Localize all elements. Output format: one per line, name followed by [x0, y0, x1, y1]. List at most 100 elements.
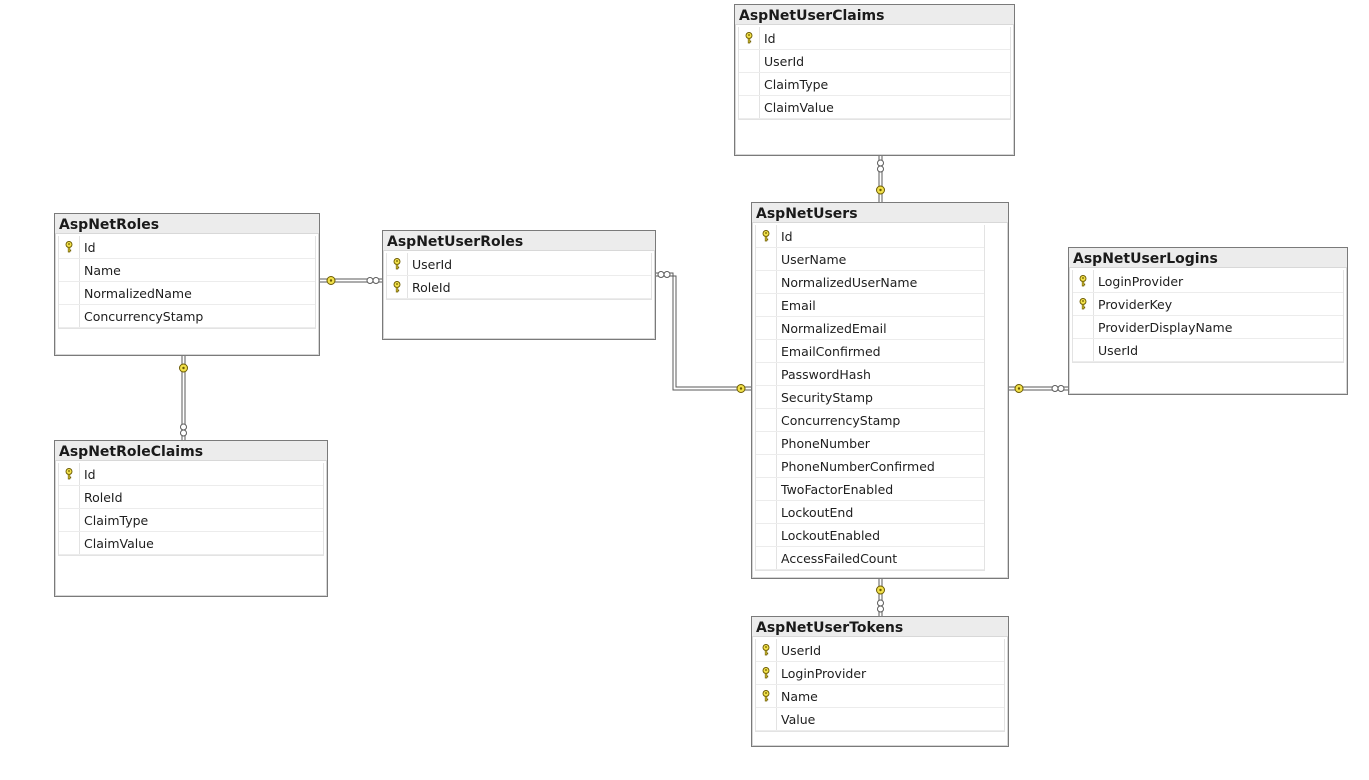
table-title[interactable]: AspNetRoleClaims — [55, 441, 327, 461]
column-row[interactable]: Id — [59, 236, 315, 259]
column-row[interactable]: LoginProvider — [1073, 270, 1343, 293]
table-title[interactable]: AspNetUserLogins — [1069, 248, 1347, 268]
column-row[interactable]: LoginProvider — [756, 662, 1004, 685]
one-end-key-icon-dot — [879, 188, 882, 192]
column-name: LoginProvider — [781, 666, 867, 681]
column-row[interactable]: Name — [59, 259, 315, 282]
column-row[interactable]: Id — [739, 27, 1010, 50]
column-row[interactable]: ConcurrencyStamp — [59, 305, 315, 328]
one-end-key-icon — [736, 384, 746, 393]
column-name: UserId — [412, 257, 453, 272]
column-row[interactable]: PhoneNumber — [756, 432, 984, 455]
column-name: NormalizedUserName — [781, 275, 918, 290]
column-row[interactable]: UserId — [739, 50, 1010, 73]
key-cell — [1073, 316, 1094, 338]
column-row[interactable]: AccessFailedCount — [756, 547, 984, 570]
connector-userroles-users — [656, 272, 751, 391]
column-name: TwoFactorEnabled — [781, 482, 894, 497]
column-row[interactable]: NormalizedEmail — [756, 317, 984, 340]
one-end-key-icon-dot — [329, 279, 333, 282]
column-row[interactable]: Id — [59, 463, 323, 486]
column-row[interactable]: ClaimType — [739, 73, 1010, 96]
key-cell — [756, 248, 777, 270]
table-title[interactable]: AspNetUserClaims — [735, 5, 1014, 25]
column-row[interactable]: UserId — [387, 253, 651, 276]
column-row[interactable]: SecurityStamp — [756, 386, 984, 409]
column-row[interactable]: Name — [756, 685, 1004, 708]
column-row[interactable]: UserId — [756, 639, 1004, 662]
key-cell — [756, 363, 777, 385]
table-title[interactable]: AspNetUsers — [752, 203, 1008, 223]
key-cell — [756, 294, 777, 316]
column-name: LockoutEnd — [781, 505, 854, 520]
column-row[interactable]: Id — [756, 225, 984, 248]
column-row[interactable]: NormalizedName — [59, 282, 315, 305]
key-cell — [756, 225, 777, 247]
column-row[interactable]: RoleId — [387, 276, 651, 299]
column-row[interactable]: ClaimValue — [739, 96, 1010, 119]
connector-roles-userroles — [320, 278, 382, 283]
column-name: Email — [781, 298, 816, 313]
key-cell — [756, 409, 777, 431]
column-row[interactable]: LockoutEnd — [756, 501, 984, 524]
one-end-key-icon — [326, 276, 336, 285]
column-name: ProviderKey — [1098, 297, 1173, 312]
column-name: ProviderDisplayName — [1098, 320, 1233, 335]
column-name: Id — [84, 467, 96, 482]
key-cell — [756, 662, 777, 684]
column-row[interactable]: PasswordHash — [756, 363, 984, 386]
column-row[interactable]: UserName — [756, 248, 984, 271]
column-row[interactable]: EmailConfirmed — [756, 340, 984, 363]
connector-users-usertokens — [878, 579, 883, 616]
key-cell — [387, 253, 408, 275]
column-row[interactable]: Value — [756, 708, 1004, 731]
column-name: EmailConfirmed — [781, 344, 881, 359]
table-title[interactable]: AspNetUserRoles — [383, 231, 655, 251]
table-title[interactable]: AspNetRoles — [55, 214, 319, 234]
column-row[interactable]: ProviderDisplayName — [1073, 316, 1343, 339]
column-row[interactable]: ClaimType — [59, 509, 323, 532]
column-name: ClaimValue — [764, 100, 834, 115]
table-title[interactable]: AspNetUserTokens — [752, 617, 1008, 637]
key-cell — [739, 96, 760, 118]
one-end-key-icon — [1014, 384, 1024, 393]
key-cell — [1073, 270, 1094, 292]
column-name: AccessFailedCount — [781, 551, 898, 566]
column-row[interactable]: NormalizedUserName — [756, 271, 984, 294]
key-cell — [59, 259, 80, 281]
column-name: ClaimValue — [84, 536, 154, 551]
column-name: Id — [781, 229, 793, 244]
column-row[interactable]: TwoFactorEnabled — [756, 478, 984, 501]
key-cell — [756, 455, 777, 477]
column-row[interactable]: ClaimValue — [59, 532, 323, 555]
many-end-infinity-icon — [877, 159, 884, 173]
column-row[interactable]: RoleId — [59, 486, 323, 509]
column-row[interactable]: LockoutEnabled — [756, 524, 984, 547]
column-row[interactable]: Email — [756, 294, 984, 317]
many-end-infinity-icon — [1051, 385, 1065, 392]
connector-roles-roleclaims — [181, 356, 186, 440]
key-cell — [756, 685, 777, 707]
column-row[interactable]: ConcurrencyStamp — [756, 409, 984, 432]
column-name: PhoneNumberConfirmed — [781, 459, 935, 474]
key-cell — [59, 532, 80, 554]
key-cell — [739, 73, 760, 95]
one-end-key-icon-dot — [879, 588, 882, 592]
column-row[interactable]: PhoneNumberConfirmed — [756, 455, 984, 478]
column-row[interactable]: ProviderKey — [1073, 293, 1343, 316]
key-cell — [756, 386, 777, 408]
one-end-key-icon — [876, 185, 885, 195]
column-row[interactable]: UserId — [1073, 339, 1343, 362]
key-cell — [756, 478, 777, 500]
column-name: ConcurrencyStamp — [781, 413, 901, 428]
